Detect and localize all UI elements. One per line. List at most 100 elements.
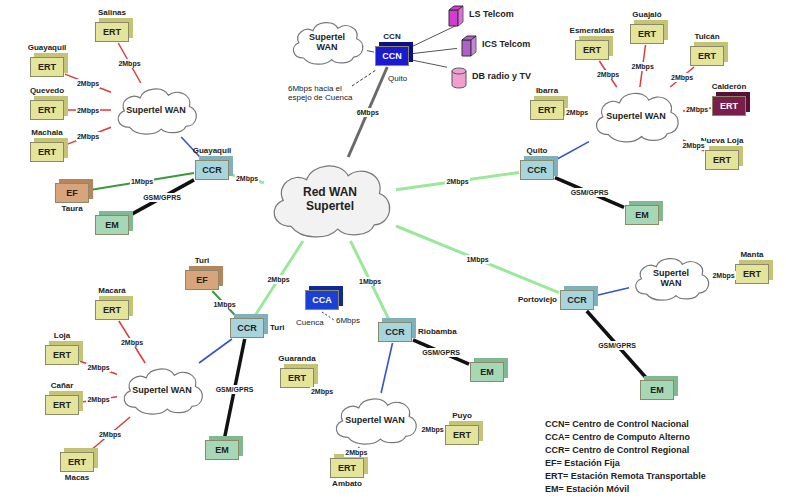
- cloud-label: Supertel WAN: [606, 111, 666, 121]
- place-name: Quito: [527, 146, 548, 155]
- link-label: 2Mbps: [344, 448, 368, 457]
- link-label: 2Mbps: [631, 62, 655, 71]
- box-label: ERT: [583, 45, 601, 55]
- cloud-label: Supertel WAN: [132, 385, 192, 395]
- network-cloud: Supertel WAN: [590, 88, 682, 144]
- box-label: CCR: [527, 165, 547, 175]
- box-label: ERT: [53, 400, 71, 410]
- remote-station-box: PuyoERT: [445, 425, 479, 445]
- cloud-label: Supertel WAN: [302, 32, 352, 52]
- network-link: [65, 127, 111, 145]
- alternate-center-box: CCA: [305, 290, 339, 310]
- cloud-shape: [596, 93, 678, 142]
- network-link: [587, 311, 647, 379]
- network-cloud: Supertel WAN: [288, 18, 366, 66]
- network-link: [410, 60, 447, 67]
- link-label: 2Mbps: [76, 132, 100, 141]
- network-cloud: Supertel WAN: [330, 394, 420, 446]
- link-label: 2Mbps: [565, 108, 589, 117]
- link-label: 1Mbps: [212, 300, 236, 309]
- network-link: [118, 43, 141, 83]
- place-name: Macas: [65, 473, 89, 482]
- box-label: ERT: [698, 51, 716, 61]
- legend-text: ERT= Estación Remota Transportable: [545, 471, 706, 481]
- server-label: ICS Telcom: [482, 39, 530, 49]
- remote-station-box: GuayaquilERT: [30, 57, 64, 77]
- place-name: Guaranda: [278, 354, 315, 363]
- place-name: Salinas: [98, 8, 126, 17]
- link-label: 2Mbps: [76, 79, 100, 88]
- link-label: 2Mbps: [117, 59, 141, 68]
- remote-station-box: AmbatoERT: [330, 458, 364, 478]
- server-icon: [460, 34, 478, 58]
- dashed-leader: [322, 312, 334, 320]
- network-link: [119, 321, 145, 363]
- place-name: Cañar: [51, 381, 74, 390]
- place-name: Loja: [54, 331, 70, 340]
- remote-station-box: CalderónERT: [712, 96, 746, 116]
- network-link: [212, 291, 236, 317]
- note-label: 6Mbps: [336, 316, 360, 325]
- box-label: ERT: [38, 105, 56, 115]
- cloud-shape: [336, 399, 416, 444]
- network-link: [199, 339, 232, 363]
- remote-station-box: TulcánERT: [690, 46, 724, 66]
- box-label: EF: [66, 188, 78, 198]
- cloud-shape: [274, 166, 390, 237]
- mobile-station-box: EM: [640, 380, 674, 400]
- box-label: ERT: [538, 105, 556, 115]
- box-label: CCR: [385, 327, 405, 337]
- box-label: ERT: [720, 101, 738, 111]
- remote-station-box: EsmeraldasERT: [575, 40, 609, 60]
- cloud-label: Supertel WAN: [345, 415, 405, 425]
- box-label: ERT: [743, 269, 761, 279]
- remote-station-box: IbarraERT: [530, 100, 564, 120]
- network-link: [367, 51, 374, 53]
- network-link: [555, 142, 589, 161]
- link-label: 2Mbps: [86, 395, 110, 404]
- legend-entry: EM= Estación Móvil: [545, 483, 629, 496]
- network-link: [410, 48, 457, 54]
- box-label: CCA: [312, 295, 332, 305]
- legend-text: CCN= Centro de Control Nacional: [545, 419, 689, 429]
- legend-entry: CCN= Centro de Control Nacional: [545, 418, 689, 431]
- server-node: ICS Telcom: [458, 34, 532, 54]
- link-label: GSM/GPRS: [570, 188, 610, 197]
- remote-station-box: MacaráERT: [95, 300, 129, 320]
- note-label: 6Mbps hacia el espejo de Cuenca: [288, 84, 358, 102]
- box-label: ERT: [38, 62, 56, 72]
- remote-station-box: CañarERT: [45, 395, 79, 415]
- network-cloud: Supertel WAN: [118, 364, 206, 416]
- cloud-shape: [124, 369, 202, 414]
- link-label: 1Mbps: [465, 255, 489, 264]
- link-label: 6Mbps: [356, 108, 380, 117]
- national-center-box: CCNCCN: [375, 46, 409, 66]
- network-link: [410, 25, 457, 48]
- link-label: 2Mbps: [711, 271, 735, 280]
- place-name: Quevedo: [30, 86, 64, 95]
- network-link: [254, 241, 303, 317]
- box-label: EM: [105, 220, 119, 230]
- box-label: EM: [635, 210, 649, 220]
- link-label: GSM/GPRS: [142, 193, 182, 202]
- database-icon: [450, 66, 468, 90]
- link-label: 2Mbps: [76, 106, 100, 115]
- place-name: Taura: [61, 204, 82, 213]
- network-link: [555, 178, 624, 208]
- link-label: 2Mbps: [235, 174, 259, 183]
- cloud-shape: [293, 23, 362, 65]
- mobile-station-box: EM: [470, 362, 504, 382]
- remote-station-box: LojaERT: [45, 345, 79, 365]
- link-label: GSM/GPRS: [597, 341, 637, 350]
- place-name: Guayaquil: [28, 43, 67, 52]
- remote-station-box: GuajalóERT: [630, 24, 664, 44]
- server-label: DB radio y TV: [472, 71, 531, 81]
- place-name: Macará: [98, 286, 126, 295]
- cloud-shape: [636, 259, 709, 301]
- place-name: Manta: [740, 250, 763, 259]
- fixed-station-box: TauraEF: [55, 183, 89, 203]
- box-label: EF: [196, 275, 208, 285]
- mobile-station-box: EM: [95, 215, 129, 235]
- remote-station-box: GuarandaERT: [280, 368, 314, 388]
